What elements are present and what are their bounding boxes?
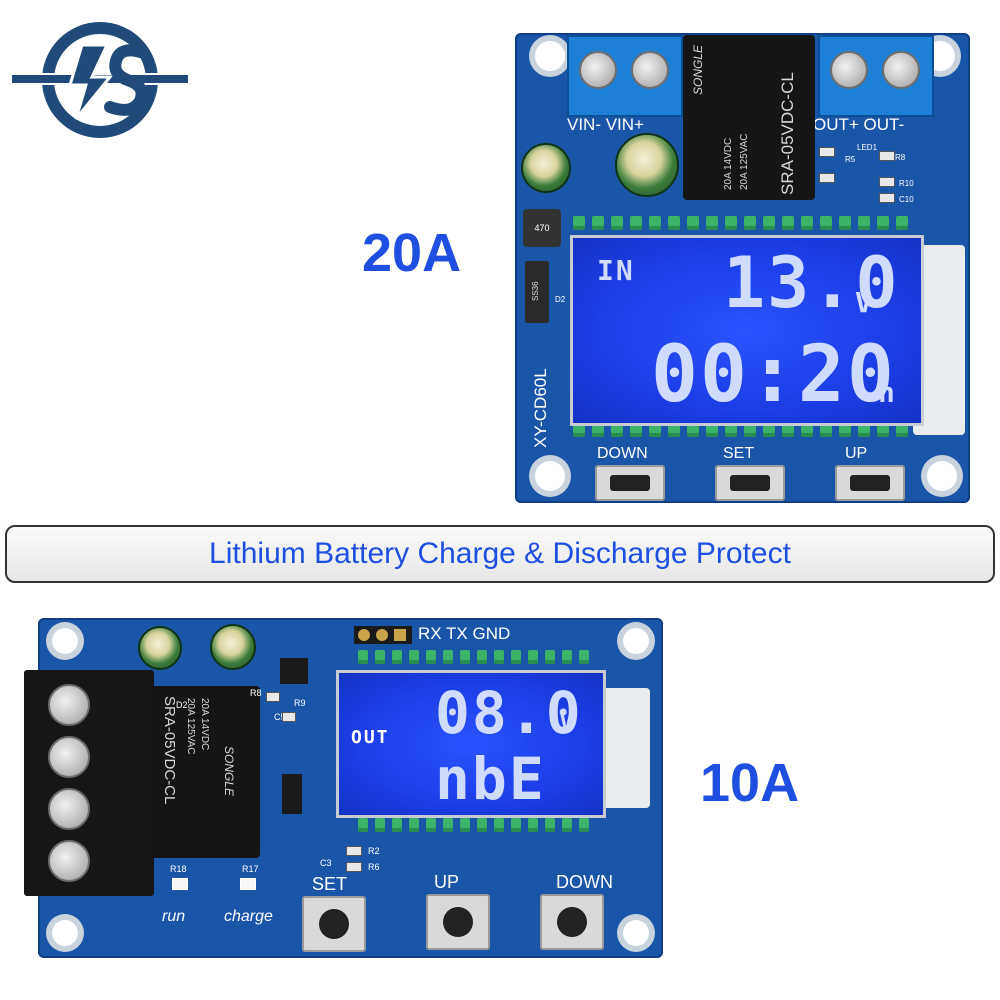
lcd-pins-bottom xyxy=(573,423,908,437)
model-label: XY-CD60L xyxy=(531,368,550,448)
output-terminal-label: OUT+ OUT- xyxy=(813,115,905,134)
run-led xyxy=(172,878,188,890)
run-led-label: run xyxy=(162,908,186,925)
button-label-down: DOWN xyxy=(556,872,613,892)
up-button[interactable] xyxy=(426,894,490,950)
lcd-mode-indicator: OUT xyxy=(351,727,390,748)
relay-model-label: SRA-05VDC-CL xyxy=(778,72,797,195)
screw-terminal-block xyxy=(24,670,154,896)
lcd-pins-top xyxy=(358,650,589,664)
electrolytic-capacitor xyxy=(210,624,256,670)
button-label-up: UP xyxy=(845,445,868,462)
button-label-set: SET xyxy=(312,874,348,894)
pcb-board-10a: 20A 14VDC 20A 125VAC SRA-05VDC-CL SONGLE… xyxy=(24,618,663,958)
diode: SS36 xyxy=(525,261,549,323)
relay: SONGLE SRA-05VDC-CL 20A 14VDC 20A 125VAC xyxy=(683,35,815,200)
lcd-display-20a: IN 13.0 V 00:20 h xyxy=(570,235,924,426)
button-label-up: UP xyxy=(434,872,460,892)
lcd-voltage-readout: 13.0 xyxy=(723,242,900,324)
charge-led xyxy=(240,878,256,890)
serial-header: RX TX GND xyxy=(354,624,524,646)
title-banner: Lithium Battery Charge & Discharge Prote… xyxy=(5,525,995,583)
input-terminal-block xyxy=(567,35,683,117)
lcd-voltage-unit: V xyxy=(559,707,576,735)
capacity-label-10a: 10A xyxy=(700,753,800,813)
lcd-pins-top xyxy=(573,216,908,230)
lcd-backlight-tab xyxy=(598,688,650,808)
down-button[interactable] xyxy=(540,894,604,950)
electrolytic-capacitor xyxy=(615,133,679,197)
set-button[interactable] xyxy=(302,896,366,952)
lcd-mode-indicator: IN xyxy=(597,254,635,287)
relay: 20A 14VDC 20A 125VAC SRA-05VDC-CL SONGLE xyxy=(150,686,260,858)
input-terminal-label: VIN- VIN+ xyxy=(567,115,644,134)
down-button[interactable] xyxy=(595,465,665,501)
pcb-board-20a: VIN- VIN+ OUT+ OUT- SONGLE SRA-05VDC-CL … xyxy=(515,33,970,503)
lcd-display-10a: OUT 08.0 V nbE xyxy=(336,670,606,818)
capacity-label-20a: 20A xyxy=(362,223,462,283)
lcd-pins-bottom xyxy=(358,818,589,832)
lcd-status-readout: nbE xyxy=(435,745,546,813)
electrolytic-capacitor xyxy=(138,626,182,670)
ls-lightning-logo-icon xyxy=(12,22,188,138)
up-button[interactable] xyxy=(835,465,905,501)
inductor: 470 xyxy=(523,209,561,247)
set-button[interactable] xyxy=(715,465,785,501)
charge-led-label: charge xyxy=(224,908,273,925)
lcd-time-readout: 00:20 xyxy=(651,330,896,420)
serial-header-label: RX TX GND xyxy=(418,624,511,643)
relay-model-label: SRA-05VDC-CL xyxy=(161,696,178,805)
diode xyxy=(282,774,302,814)
electrolytic-capacitor xyxy=(521,143,571,193)
banner-title: Lithium Battery Charge & Discharge Prote… xyxy=(209,537,791,570)
lcd-voltage-readout: 08.0 xyxy=(435,679,583,747)
output-terminal-block xyxy=(818,35,934,117)
button-label-set: SET xyxy=(723,445,755,462)
lcd-voltage-unit: V xyxy=(855,286,874,319)
button-label-down: DOWN xyxy=(597,445,648,462)
lcd-time-unit: h xyxy=(878,376,897,409)
